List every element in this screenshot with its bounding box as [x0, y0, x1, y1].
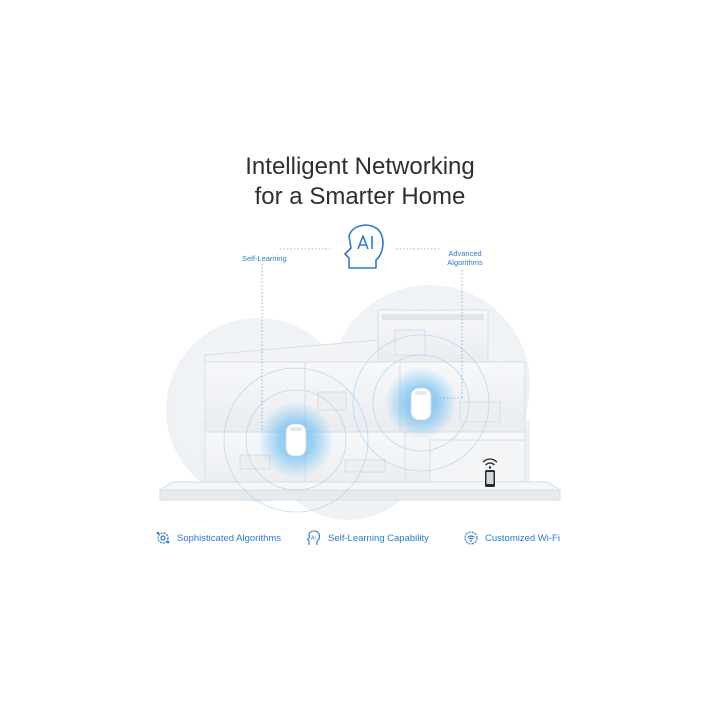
- ai-head-icon: AI: [306, 530, 321, 545]
- callout-self-learning: Self-Learning: [242, 254, 287, 263]
- page-title: Intelligent Networking for a Smarter Hom…: [0, 152, 720, 212]
- callout-advanced-line-1: Advanced: [448, 249, 482, 258]
- feature-sophisticated-algorithms: Sophisticated Algorithms: [155, 530, 281, 546]
- algorithm-gear-icon: [156, 531, 170, 544]
- phone-wifi-icon: [482, 458, 498, 487]
- feature-list: Sophisticated Algorithms AI Self-Learnin…: [0, 530, 720, 550]
- feature-self-learning-capability: AI Self-Learning Capability: [306, 530, 429, 546]
- callout-connectors: [261, 248, 463, 430]
- router-left: [258, 402, 334, 478]
- feature-label: Customized Wi-Fi: [485, 532, 560, 544]
- wifi-gear-icon: [464, 531, 478, 545]
- callout-advanced-line-2: Algorithms: [447, 258, 483, 267]
- feature-customized-wifi: Customized Wi-Fi: [463, 530, 560, 546]
- title-line-2: for a Smarter Home: [254, 183, 466, 210]
- ai-head-icon: [344, 224, 384, 269]
- svg-text:AI: AI: [311, 536, 316, 542]
- feature-label: Self-Learning Capability: [328, 532, 429, 544]
- signal-rings: [223, 334, 490, 513]
- router-right: [385, 367, 457, 439]
- title-line-1: Intelligent Networking: [245, 153, 475, 180]
- callout-advanced-algorithms: Advanced Algorithms: [443, 249, 487, 267]
- feature-label: Sophisticated Algorithms: [177, 532, 282, 544]
